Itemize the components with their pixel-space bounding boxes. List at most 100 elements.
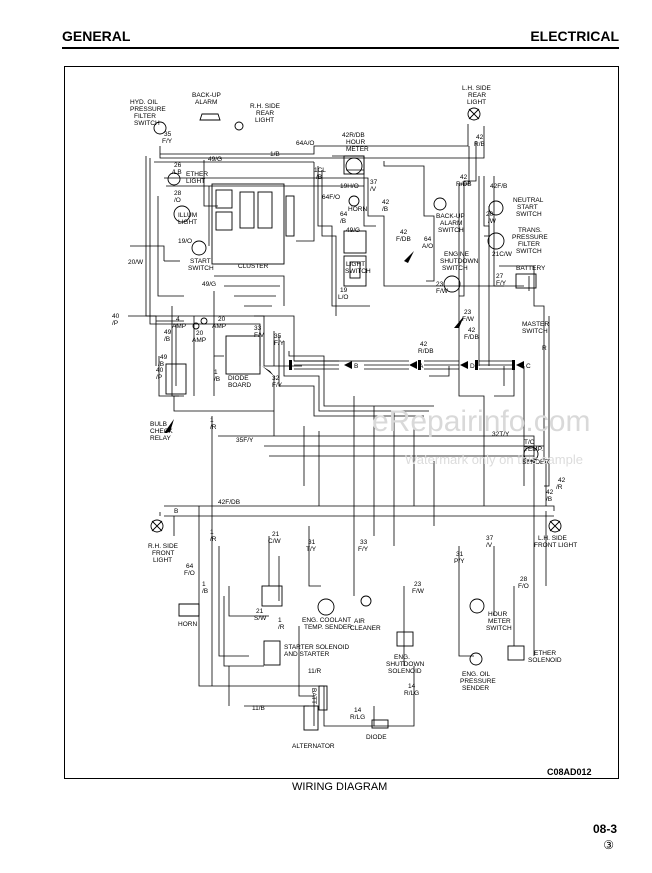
wire-label: 35 bbox=[274, 333, 282, 340]
wire-label: /P bbox=[112, 320, 118, 327]
connector-c-label: C bbox=[526, 363, 531, 370]
wire-label: /B bbox=[340, 218, 346, 225]
watermark-sub: Watermark only on this sample bbox=[405, 452, 583, 467]
eng-oil-label-1: ENG. OIL bbox=[462, 671, 491, 678]
eng-coolant-label-1: ENG. COOLANT bbox=[302, 617, 351, 624]
wiring-diagram: B A D C HYD. OIL PRESSURE FILTER SWITCH … bbox=[112, 85, 577, 750]
wire-label: 31 bbox=[308, 539, 316, 546]
wire-label: /LB bbox=[172, 169, 182, 176]
lh-rear-label-2: REAR bbox=[468, 92, 486, 99]
engine-shutdown-sw-label-3: SWITCH bbox=[442, 265, 468, 272]
wire-label: F/Y bbox=[162, 138, 173, 145]
wire-label: /B bbox=[158, 361, 164, 368]
rh-rear-label-3: LIGHT bbox=[255, 117, 274, 124]
wire-label: /R bbox=[210, 536, 217, 543]
wire-label: 1 bbox=[210, 417, 214, 424]
wire-label: 49 bbox=[160, 354, 168, 361]
bulb-check-label-3: RELAY bbox=[150, 435, 171, 442]
amp20-label: AMP bbox=[212, 323, 226, 330]
eng-oil-label-2: PRESSURE bbox=[460, 678, 496, 685]
wire-label: 23 bbox=[436, 281, 444, 288]
wire-label: 21C/W bbox=[492, 251, 513, 258]
ether-light-label-1: ETHER bbox=[186, 171, 208, 178]
rh-rear-label-2: REAR bbox=[256, 110, 274, 117]
wire-label: 20 bbox=[218, 316, 226, 323]
wire-label: 28 bbox=[174, 190, 182, 197]
hour-meter-sw-label-2: METER bbox=[488, 618, 511, 625]
header-rule bbox=[62, 47, 619, 49]
hyd-oil-label-4: SWITCH bbox=[134, 120, 160, 127]
wire-label: 21 bbox=[256, 608, 264, 615]
engine-shutdown-sw-label-1: ENGINE bbox=[444, 251, 470, 258]
neutral-start-label-3: SWITCH bbox=[516, 211, 542, 218]
watermark-main: eRepairinfo.com bbox=[372, 405, 591, 438]
wire-label: 32 bbox=[272, 375, 280, 382]
light-switch-label-1: LIGHT bbox=[346, 261, 365, 268]
wire-label: 64F/O bbox=[322, 194, 340, 201]
wire-label: 35F/Y bbox=[236, 437, 254, 444]
rh-front-label-2: FRONT bbox=[152, 550, 174, 557]
rh-front-label-1: R.H. SIDE bbox=[148, 543, 179, 550]
eng-oil-label-3: SENDER bbox=[462, 685, 489, 692]
air-cleaner-label-1: AIR bbox=[354, 618, 365, 625]
wire-label: /V bbox=[370, 186, 377, 193]
wire-label: 64 bbox=[340, 211, 348, 218]
bulb-check-label-2: CHECK bbox=[150, 428, 173, 435]
rh-front-label-3: LIGHT bbox=[153, 557, 172, 564]
wire-label: 42 bbox=[546, 489, 554, 496]
wire-label: /B bbox=[316, 174, 322, 181]
batt-label: BATT bbox=[310, 688, 317, 704]
hyd-oil-label-2: PRESSURE bbox=[130, 106, 166, 113]
wire-label: 1 bbox=[214, 369, 218, 376]
wire-label: P/Y bbox=[454, 558, 465, 565]
tc-temp-label-3: SENDER bbox=[522, 459, 549, 466]
horn-bottom-label: HORN bbox=[178, 621, 197, 628]
wire-label: F/Y bbox=[358, 546, 369, 553]
wire-label: 40 bbox=[112, 313, 120, 320]
wire-label: 23 bbox=[414, 581, 422, 588]
wire-label: 1CL bbox=[314, 167, 326, 174]
starter-label-1: STARTER SOLENOID bbox=[284, 644, 349, 651]
wire-label: 37 bbox=[370, 179, 378, 186]
wire-label: /V bbox=[486, 542, 493, 549]
wire-label: 42F/DB bbox=[218, 499, 240, 506]
figure-caption: WIRING DIAGRAM bbox=[292, 781, 388, 793]
hyd-oil-label-1: HYD. OIL bbox=[130, 99, 158, 106]
lh-front-label-2: FRONT LIGHT bbox=[534, 542, 577, 549]
wire-label: 1 bbox=[210, 529, 214, 536]
header-section-title: GENERAL bbox=[62, 28, 131, 44]
wire-label: L/O bbox=[338, 294, 348, 301]
wire-label: 49/G bbox=[202, 281, 216, 288]
wire-label: /W bbox=[488, 218, 497, 225]
neutral-start-label-1: NEUTRAL bbox=[513, 197, 544, 204]
wire-label: /R bbox=[556, 484, 563, 491]
wire-label: 35 bbox=[164, 131, 172, 138]
page-number: 08-3 bbox=[592, 822, 617, 836]
eng-shutdown-sol-label-1: ENG. bbox=[394, 654, 410, 661]
diode-board-label-2: BOARD bbox=[228, 382, 251, 389]
wire-label: 64 bbox=[424, 236, 432, 243]
wire-label: 14 bbox=[408, 683, 416, 690]
wire-label: T/Y bbox=[306, 546, 317, 553]
wire-label: S/W bbox=[254, 615, 267, 622]
ether-sol-label-1: ETHER bbox=[534, 650, 556, 657]
header-chapter-title: ELECTRICAL bbox=[530, 28, 619, 44]
horn-top-label: HORN bbox=[348, 206, 367, 213]
wire-label: R/B bbox=[474, 141, 485, 148]
backup-alarm-label-2: ALARM bbox=[195, 99, 217, 106]
backup-alarm-label-1: BACK-UP bbox=[192, 92, 221, 99]
hour-meter-label-2: METER bbox=[346, 146, 369, 153]
illum-light-label-2: LIGHT bbox=[178, 219, 197, 226]
wire-label: /B bbox=[382, 206, 388, 213]
cluster-label: CLUSTER bbox=[238, 263, 269, 270]
battery-label: BATTERY bbox=[516, 265, 546, 272]
wire-label: 19H/O bbox=[340, 183, 359, 190]
trans-pressure-label-3: FILTER bbox=[518, 241, 540, 248]
wire-label: 42 bbox=[420, 341, 428, 348]
wire-label: 1 bbox=[202, 581, 206, 588]
wire-label: /P bbox=[156, 374, 162, 381]
wire-label: /O bbox=[174, 197, 181, 204]
lh-rear-label-3: LIGHT bbox=[467, 99, 486, 106]
wire-label: 40 bbox=[156, 367, 164, 374]
neutral-start-label-2: START bbox=[517, 204, 538, 211]
